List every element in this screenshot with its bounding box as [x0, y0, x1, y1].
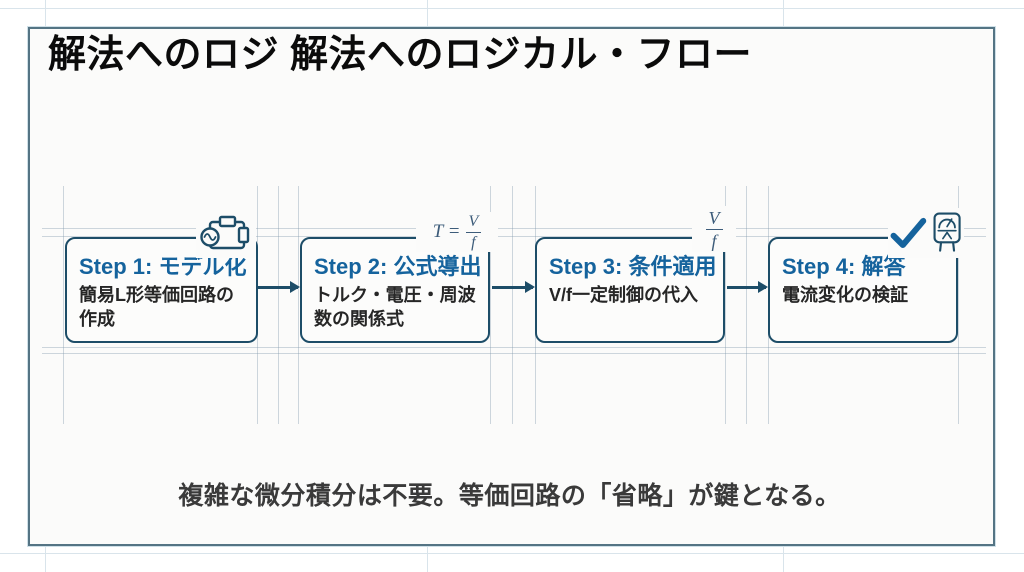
- vf-ratio-formula: V f: [692, 206, 736, 252]
- step-4-description: 電流変化の検証: [782, 285, 908, 306]
- arrowhead-icon: [758, 281, 768, 293]
- flow-arrow-2-3: [492, 281, 535, 293]
- step-2-description: トルク・電圧・周波数の関係式: [314, 285, 476, 329]
- guide-line: [725, 186, 726, 424]
- step-2-box: Step 2: 公式導出 トルク・電圧・周波数の関係式: [300, 237, 490, 343]
- bg-grid-line: [0, 8, 1024, 9]
- bg-grid-line: [0, 553, 1024, 554]
- step-3-title: Step 3: 条件適用: [549, 254, 717, 279]
- step-3-description: V/f一定制御の代入: [549, 285, 699, 306]
- check-meter-icon: [888, 208, 964, 258]
- vf-fraction: V f: [705, 208, 723, 250]
- guide-line: [42, 353, 986, 354]
- vf-fraction: V f: [465, 213, 482, 251]
- guide-line: [42, 236, 986, 237]
- guide-line: [298, 186, 299, 424]
- guide-line: [42, 347, 986, 348]
- flow-arrow-3-4: [727, 281, 768, 293]
- guide-line: [512, 186, 513, 424]
- guide-line: [746, 186, 747, 424]
- formula-prefix: T =: [432, 221, 461, 242]
- guide-line: [490, 186, 491, 424]
- flow-arrow-1-2: [258, 281, 300, 293]
- step-4-title: Step 4: 解答: [782, 254, 906, 279]
- arrowhead-icon: [290, 281, 300, 293]
- guide-line: [278, 186, 279, 424]
- torque-formula: T = V f: [416, 212, 498, 252]
- slide-title: 解法へのロジ 解法へのロジカル・フロー: [48, 34, 753, 76]
- guide-line: [42, 228, 986, 229]
- step-2-title: Step 2: 公式導出: [314, 254, 482, 279]
- guide-line: [63, 186, 64, 424]
- meter-icon: [933, 212, 961, 252]
- step-1-description: 簡易L形等価回路の作成: [79, 285, 234, 329]
- footer-note: 複雑な微分積分は不要。等価回路の「省略」が鍵となる。: [178, 482, 841, 510]
- arrowhead-icon: [525, 281, 535, 293]
- circuit-icon: [196, 211, 256, 258]
- step-1-title: Step 1: モデル化: [79, 254, 247, 279]
- guide-line: [958, 186, 959, 424]
- checkmark-icon: [890, 217, 927, 249]
- step-3-box: Step 3: 条件適用 V/f一定制御の代入: [535, 237, 725, 343]
